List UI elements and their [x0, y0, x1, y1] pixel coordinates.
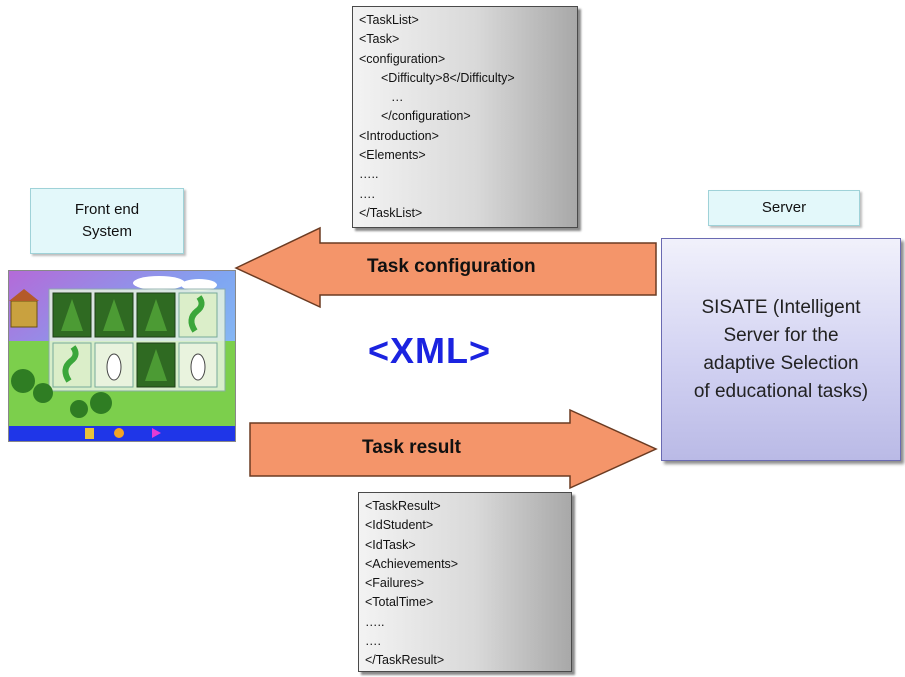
frontend-label: Front end System — [30, 188, 184, 254]
server-description-line: SISATE (Intelligent — [701, 296, 861, 318]
task-configuration-label: Task configuration — [367, 256, 536, 277]
frontend-label-line1: Front end — [74, 201, 140, 218]
config-xml-line: <Difficulty>8</Difficulty> — [381, 70, 515, 85]
result-xml-line: ….. — [365, 614, 385, 629]
server-label-text: Server — [761, 199, 807, 216]
config-xml-line: <TaskList> — [359, 13, 419, 27]
task-result-label: Task result — [362, 437, 461, 458]
config-xml-line: <configuration> — [359, 51, 446, 66]
frontend-game-screenshot — [8, 270, 236, 442]
result-xml-box: <TaskResult> <IdStudent> <IdTask> <Achie… — [358, 492, 572, 672]
server-description-line: of educational tasks) — [693, 380, 869, 402]
server-description-line: adaptive Selection — [703, 352, 859, 374]
result-xml-line: …. — [365, 634, 381, 649]
task-configuration-arrow — [234, 226, 657, 309]
config-xml-line: </configuration> — [381, 109, 471, 124]
xml-center-label: <XML> — [368, 330, 492, 371]
config-xml-line: … — [391, 90, 404, 105]
result-xml-line: <IdStudent> — [365, 518, 434, 533]
server-box: SISATE (Intelligent Server for the adapt… — [661, 238, 901, 461]
result-xml-line: </TaskResult> — [365, 653, 445, 668]
task-result-arrow — [249, 408, 658, 490]
result-xml-line: <IdTask> — [365, 537, 416, 552]
config-xml-line: ….. — [359, 167, 379, 182]
server-description: SISATE (Intelligent Server for the adapt… — [694, 294, 868, 406]
result-xml-line: <Failures> — [365, 576, 425, 591]
frontend-label-line2: System — [81, 223, 132, 240]
server-label: Server — [708, 190, 860, 226]
server-description-line: Server for the — [723, 324, 839, 346]
result-xml-line: <TaskResult> — [365, 499, 441, 513]
config-xml-line: <Task> — [359, 32, 400, 47]
config-xml-line: …. — [359, 186, 375, 201]
game-illustration — [9, 271, 235, 441]
config-xml-line: <Elements> — [359, 148, 426, 163]
config-xml-line: </TaskList> — [359, 205, 423, 220]
result-xml-line: <TotalTime> — [365, 595, 434, 610]
config-xml-line: <Introduction> — [359, 128, 439, 143]
config-xml-box: <TaskList> <Task> <configuration> <Diffi… — [352, 6, 578, 228]
result-xml-line: <Achievements> — [365, 556, 459, 571]
